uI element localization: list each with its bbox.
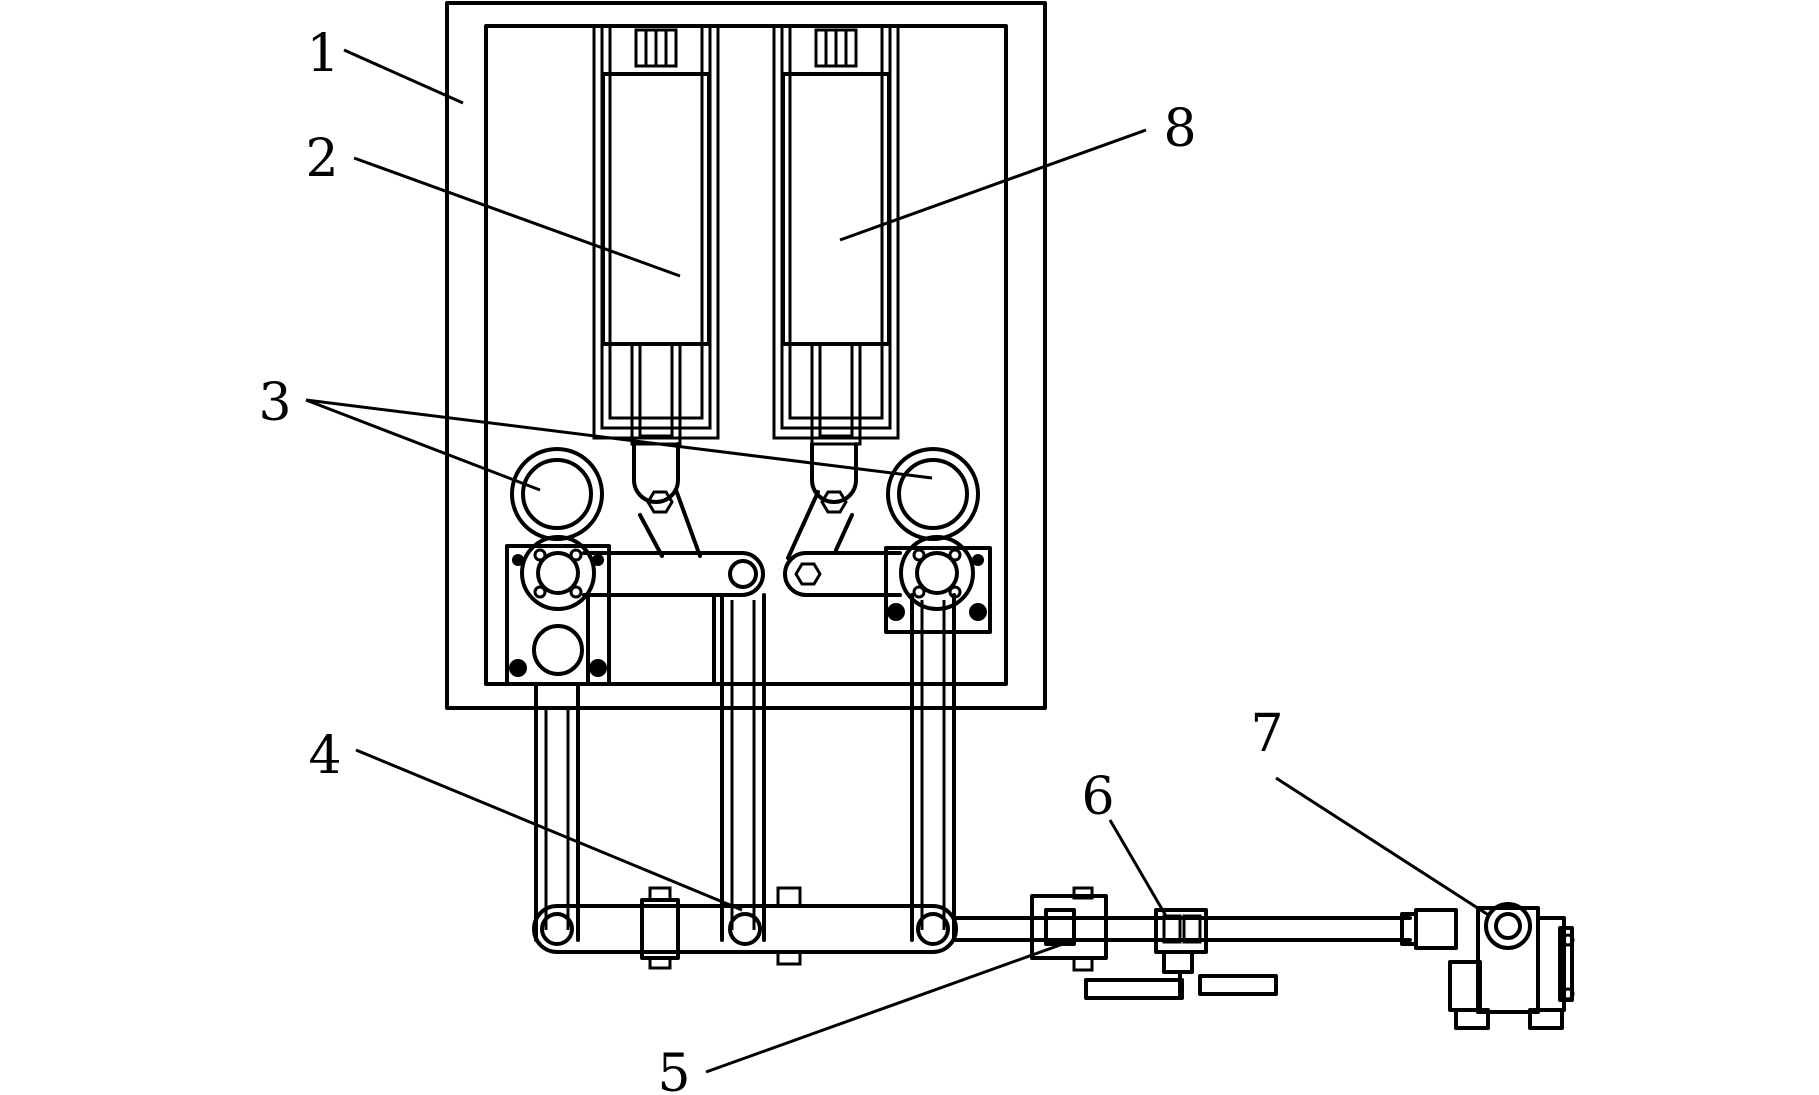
right-upper-link	[783, 551, 902, 597]
part-label-6: 6	[1081, 767, 1114, 827]
part-label-4: 4	[308, 726, 341, 786]
vertical-rod-left	[534, 682, 580, 942]
right-clevis	[786, 442, 858, 560]
part-label-7: 7	[1250, 704, 1283, 764]
left-roller	[510, 447, 604, 541]
bottom-linkage-bar	[532, 886, 958, 970]
bearing-support	[1084, 908, 1278, 1000]
left-cylinder	[592, 24, 720, 446]
part-label-3: 3	[258, 373, 291, 433]
left-bracket	[505, 535, 611, 686]
left-clevis	[632, 442, 702, 558]
frame	[445, 1, 1047, 710]
part-label-2: 2	[305, 129, 338, 189]
part-label-5: 5	[657, 1044, 690, 1095]
vertical-rod-right	[910, 593, 956, 942]
part-label-1: 1	[306, 24, 339, 84]
right-cylinder	[772, 24, 900, 446]
leader-lines	[305, 48, 1491, 1074]
right-bracket	[884, 535, 992, 634]
part-label-8: 8	[1163, 99, 1196, 159]
left-upper-link	[582, 551, 765, 686]
gearbox-motor	[1400, 902, 1575, 1030]
vertical-rod-middle	[720, 593, 766, 942]
coupling	[1030, 886, 1108, 972]
right-roller	[886, 447, 980, 541]
